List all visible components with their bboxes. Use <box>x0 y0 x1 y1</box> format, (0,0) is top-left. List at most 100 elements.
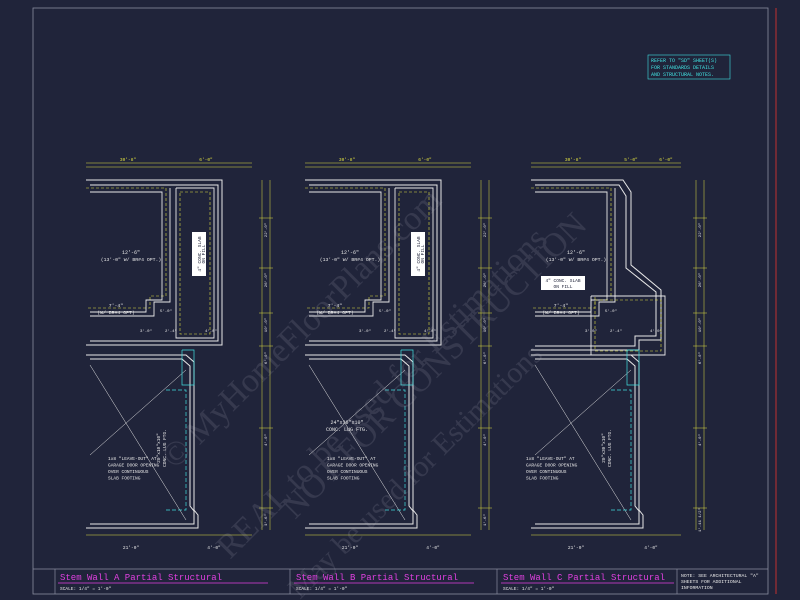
dim-top-1: 30'-8" <box>565 157 582 163</box>
slab-label-2: ON FILL <box>201 244 207 263</box>
plan-b-scale: SCALE: 1/4" = 1'-0" <box>296 586 348 592</box>
bay-wall <box>175 187 215 339</box>
rear-label-2: (W/ BR#4 OPT) <box>97 310 135 316</box>
right-dim-2: 10'-0" <box>264 318 269 332</box>
leave-label-3: SLAB FOOTING <box>108 476 141 482</box>
room-label-2: (13'-0" W/ BR#4 OPT.) <box>320 257 381 263</box>
dim-bottom-2: 4'-0" <box>207 545 221 551</box>
rear-label-1: 7'-4" <box>554 303 569 309</box>
leave-label-0: 1x8 "LEAVE-OUT" AT <box>526 456 575 462</box>
room-wall-inner <box>90 191 163 313</box>
right-dim-1: 26'-0" <box>264 273 269 287</box>
garage-outer <box>86 354 199 529</box>
top-note-line-2: FOR STANDARDS DETAILS <box>651 65 714 71</box>
dim-top-2: 6'-0" <box>199 157 213 163</box>
ftg-label-1: 20"x10"x10" <box>156 433 162 463</box>
footing-dash <box>385 389 406 511</box>
room-dash <box>86 187 167 309</box>
watermark: © MyHomeFloorPlans.com NOT FOR CONSTRUCT… <box>154 181 594 600</box>
small-dim-2: 4'-0" <box>205 329 217 334</box>
right-dim-4: 4'-0" <box>483 434 488 446</box>
dim-bottom-2: 4'-0" <box>426 545 440 551</box>
top-note-line-3: AND STRUCTURAL NOTES. <box>651 72 714 78</box>
plan-c: 30'-8" 5'-0" 6'-0" 21'-0" 4'-0" 22'-0" 26'-0" 1… <box>526 157 707 551</box>
plan-b-title: Stem Wall B Partial Structural <box>296 573 458 583</box>
right-dim-0: 22'-0" <box>698 223 703 237</box>
slab-label-2: ON FILL <box>554 284 573 290</box>
plans-layer: 30'-8" 6'-0" 21'-0" 4'-0" 22'-0" 26'-0" 10'-0"… <box>86 157 707 551</box>
leave-label-2: OVER CONTINUOUS <box>526 469 567 475</box>
watermark-line-1: © MyHomeFloorPlans.com <box>154 181 448 475</box>
leave-label-2: OVER CONTINUOUS <box>327 469 368 475</box>
right-dim-0: 22'-0" <box>264 223 269 237</box>
dim-top-1: 30'-8" <box>339 157 356 163</box>
small-dim-1: 2'-4" <box>384 329 396 334</box>
bay-dash <box>179 191 211 335</box>
dim-top-1: 30'-8" <box>120 157 137 163</box>
right-dim-2: 10'-0" <box>698 318 703 332</box>
note-bottom-line-2: SHEETS FOR ADDITIONAL <box>681 579 742 585</box>
ftg-label-2: CONC. LUG FTG. <box>607 429 613 467</box>
right-dim-3: 6'-0" <box>264 352 269 364</box>
plan-a: 30'-8"6'-0"21'-0"4'-0"22'-0"26'-0"10'-0"… <box>86 157 273 551</box>
slab-label-box <box>541 276 585 290</box>
room-wall <box>90 188 171 317</box>
rear-label-2: (W/ BR#4 OPT) <box>316 310 354 316</box>
leave-label-0: 1x8 "LEAVE-OUT" AT <box>108 456 157 462</box>
bay-dash <box>398 191 430 335</box>
footing-dash <box>166 389 187 511</box>
dim-bottom-2: 4'-0" <box>644 545 658 551</box>
leave-label-3: SLAB FOOTING <box>327 476 360 482</box>
room-label-1: 12'-6" <box>341 250 359 256</box>
plan-a-title: Stem Wall A Partial Structural <box>60 573 222 583</box>
room-wall <box>535 188 616 317</box>
room-wall-inner <box>309 191 382 313</box>
leave-label-0: 1x8 "LEAVE-OUT" AT <box>327 456 376 462</box>
small-dim-2: 4'-0" <box>650 329 662 334</box>
small-dim-3: 3'-0" <box>585 329 597 334</box>
lug-footing <box>626 349 640 386</box>
leave-label-1: GARAGE DOOR OPENING <box>108 463 160 469</box>
right-dim-0: 22'-0" <box>483 223 488 237</box>
garage-diag-1 <box>89 364 187 521</box>
right-dim-5: 1'-6" <box>483 514 488 526</box>
right-dim-1: 26'-0" <box>698 273 703 287</box>
outer-wall <box>531 179 662 351</box>
note-bottom-line-3: INFORMATION <box>681 585 713 591</box>
right-dim-2: 10'-0" <box>483 318 488 332</box>
lug-footing <box>181 349 195 386</box>
garage-diag-2 <box>89 369 187 456</box>
room-dash <box>305 187 386 309</box>
note-bottom-line-1: NOTE: SEE ARCHITECTURAL "A" <box>681 573 759 579</box>
inner-wall <box>90 184 219 342</box>
dim-bottom-1: 21'-0" <box>568 545 585 551</box>
right-dim-1: 26'-0" <box>483 273 488 287</box>
right-dim-4: 4'-0" <box>698 434 703 446</box>
room-wall <box>309 188 390 317</box>
room-label-2: (13'-0" W/ BR#4 OPT.) <box>546 257 607 263</box>
right-dim-5: 1'-11 1/2" <box>698 508 703 532</box>
slab-label-box <box>411 232 425 276</box>
dim-top-3: 6'-0" <box>659 157 673 163</box>
title-block: Stem Wall A Partial Structural SCALE: 1/… <box>33 568 768 594</box>
plan-c-title: Stem Wall C Partial Structural <box>503 573 665 583</box>
rear-label-1: 7'-4" <box>109 303 124 309</box>
ftg-label-1: 24"x30"x10" <box>330 420 363 426</box>
room-label-1: 12'-6" <box>567 250 585 256</box>
top-note-line-1: REFER TO "SD" SHEET(S) <box>651 58 717 64</box>
small-dim-0: 5'-0" <box>160 309 172 314</box>
bay-wall <box>590 295 666 356</box>
right-dim-3: 6'-0" <box>698 352 703 364</box>
leave-label-1: GARAGE DOOR OPENING <box>526 463 578 469</box>
top-note: REFER TO "SD" SHEET(S) FOR STANDARDS DET… <box>647 54 731 80</box>
leave-label-1: GARAGE DOOR OPENING <box>327 463 379 469</box>
right-dim-4: 4'-0" <box>264 434 269 446</box>
leave-label-2: OVER CONTINUOUS <box>108 469 149 475</box>
garage-outer <box>531 354 644 529</box>
inner-wall <box>535 184 657 347</box>
rear-label-2: (W/ BR#4 OPT) <box>542 310 580 316</box>
dim-top-2: 5'-0" <box>624 157 638 163</box>
bay-dash <box>594 299 662 352</box>
ftg-label-1: 20"x30"x10" <box>601 433 607 463</box>
